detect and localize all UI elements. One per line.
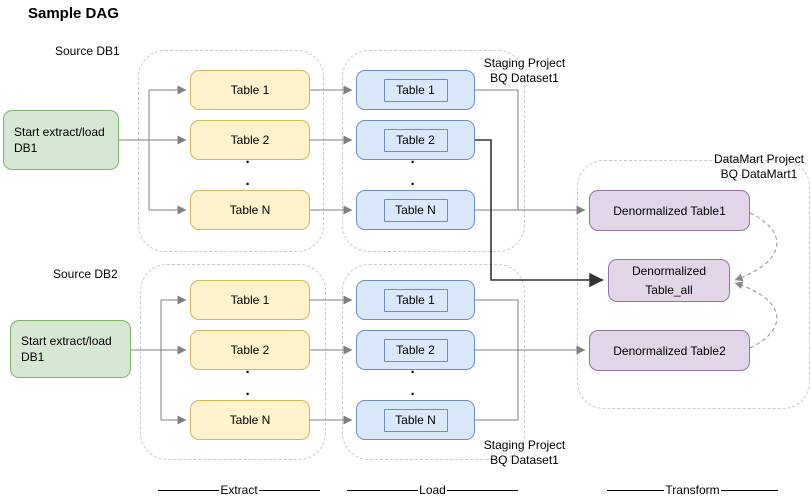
- table-label: Table N: [229, 203, 271, 217]
- datamart-project-line2: BQ DataMart1: [720, 167, 798, 181]
- source-db1-label: Source DB1: [55, 44, 120, 58]
- table-label: Table 2: [230, 343, 270, 357]
- datamart-project-label: DataMart Project BQ DataMart1: [699, 152, 811, 182]
- table-label: Table 2: [230, 133, 270, 147]
- staging-project-line2: BQ Dataset1: [490, 71, 559, 85]
- denormalized-table-all-node: Denormalized Table_all: [608, 259, 730, 302]
- datamart-group: [577, 160, 810, 409]
- node-label: Denormalized Table2: [613, 343, 726, 358]
- extract-db1-table2: Table 2: [190, 120, 310, 160]
- table-label: Table N: [229, 413, 271, 427]
- load-db2-table1: Table 1: [356, 280, 475, 320]
- node-label: Denormalized Table_all: [631, 263, 707, 297]
- legend-rule-left: [158, 489, 220, 491]
- bq-table-icon: Table 2: [383, 338, 448, 362]
- bq-table-icon: Table 2: [383, 128, 448, 152]
- table-label: Table N: [395, 203, 436, 217]
- load-db1-tableN: Table N: [356, 190, 475, 230]
- table-label: Table 1: [230, 83, 270, 97]
- table-label: Table 2: [396, 133, 435, 147]
- source-db2-label: Source DB2: [53, 267, 118, 281]
- load-db2-tableN: Table N: [356, 400, 475, 440]
- legend-rule-right: [446, 489, 519, 491]
- ellipsis-dots: · ·: [245, 154, 251, 193]
- load-db1-table2: Table 2: [356, 120, 475, 160]
- start-node-db2-label: Start extract/load DB1: [21, 334, 112, 364]
- ellipsis-dots: · ·: [410, 364, 416, 403]
- staging-project-label-bottom: Staging Project BQ Dataset1: [458, 438, 591, 468]
- staging-project-line1: Staging Project: [483, 56, 566, 70]
- bq-table-icon: Table N: [383, 198, 448, 222]
- stage-label: Load: [419, 483, 446, 497]
- load-db2-table2: Table 2: [356, 330, 475, 370]
- table-label: Table N: [395, 413, 436, 427]
- start-node-db1: Start extract/load DB1: [3, 110, 119, 170]
- table-label: Table 1: [396, 293, 435, 307]
- denormalized-table1-node: Denormalized Table1: [589, 190, 750, 231]
- table-label: Table 1: [396, 83, 435, 97]
- table-label: Table 2: [396, 343, 435, 357]
- denormalized-table2-node: Denormalized Table2: [589, 330, 750, 371]
- legend-rule-left: [347, 489, 419, 491]
- staging-project-line1: Staging Project: [483, 438, 566, 452]
- extract-db2-table2: Table 2: [190, 330, 310, 370]
- table-label: Table 1: [230, 293, 270, 307]
- bq-table-icon: Table N: [383, 408, 448, 432]
- staging-project-line2: BQ Dataset1: [490, 453, 559, 467]
- load-group-db2: [342, 264, 525, 460]
- start-node-db1-label: Start extract/load DB1: [14, 125, 105, 155]
- ellipsis-dots: · ·: [245, 364, 251, 403]
- staging-project-label-top: Staging Project BQ Dataset1: [458, 56, 591, 86]
- extract-db1-tableN: Table N: [190, 190, 310, 230]
- legend-rule-right: [720, 489, 779, 491]
- stage-label: Extract: [220, 483, 258, 497]
- legend-rule-right: [258, 489, 320, 491]
- bq-table-icon: Table 1: [383, 78, 448, 102]
- load-db1-table1: Table 1: [356, 70, 475, 110]
- extract-db2-table1: Table 1: [190, 280, 310, 320]
- stage-legend-extract: Extract: [158, 482, 320, 498]
- stage-legend-load: Load: [347, 482, 519, 498]
- extract-db2-tableN: Table N: [190, 400, 310, 440]
- ellipsis-dots: · ·: [410, 154, 416, 193]
- start-node-db2: Start extract/load DB1: [10, 320, 131, 378]
- stage-legend-transform: Transform: [607, 482, 779, 498]
- extract-db1-table1: Table 1: [190, 70, 310, 110]
- node-label: Denormalized Table1: [613, 203, 726, 218]
- page-title: Sample DAG: [28, 5, 119, 22]
- legend-rule-left: [607, 489, 665, 491]
- stage-label: Transform: [665, 483, 720, 497]
- datamart-project-line1: DataMart Project: [713, 152, 805, 166]
- bq-table-icon: Table 1: [383, 288, 448, 312]
